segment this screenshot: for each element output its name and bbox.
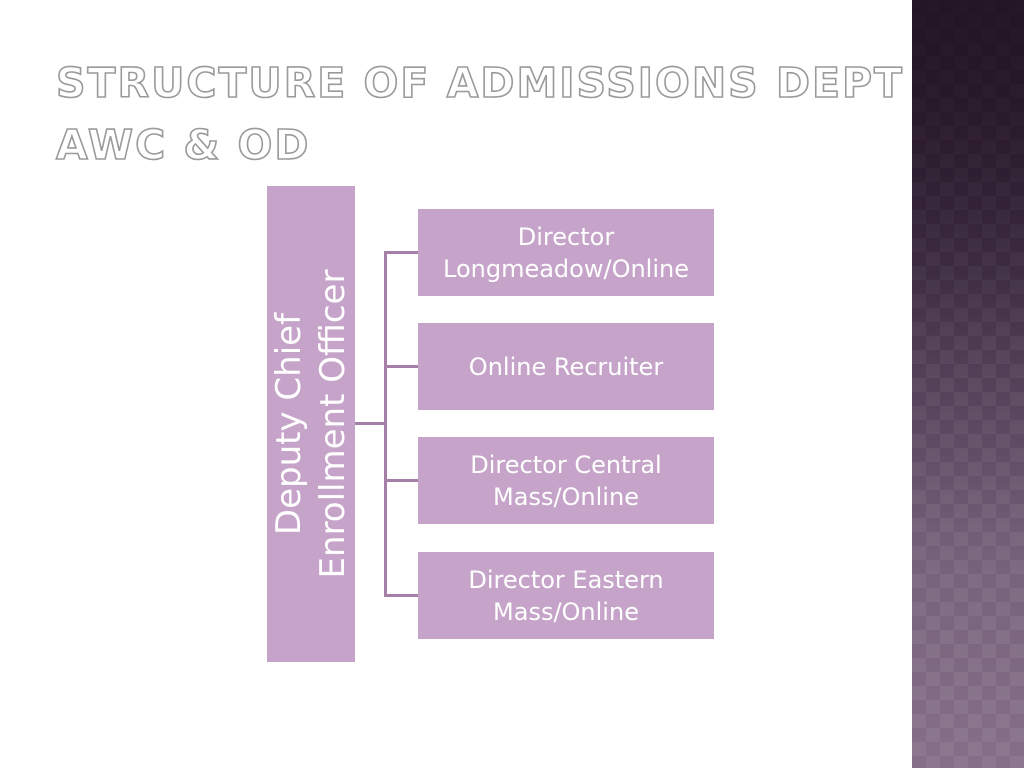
org-root-label: Deputy Chief Enrollment Officer — [267, 186, 355, 662]
connector-to-child-4 — [384, 594, 418, 597]
org-child-director-eastern-mass: Director Eastern Mass/Online — [418, 552, 714, 639]
decorative-side-band — [912, 0, 1024, 768]
connector-to-child-3 — [384, 479, 418, 482]
connector-vertical-spine — [384, 251, 387, 597]
org-child-1-line-2: Longmeadow/Online — [443, 254, 689, 283]
slide-title-line-1: Structure of Admissions Dept — [55, 58, 905, 108]
org-root-label-line-2: Enrollment Officer — [313, 269, 353, 579]
connector-to-child-1 — [384, 251, 418, 254]
org-root-box — [267, 186, 355, 662]
org-child-online-recruiter: Online Recruiter — [418, 323, 714, 410]
org-child-4-line-2: Mass/Online — [493, 597, 639, 626]
org-child-3-line-2: Mass/Online — [493, 482, 639, 511]
connector-root-stub — [355, 422, 385, 425]
org-child-4-line-1: Director Eastern — [468, 565, 664, 594]
org-child-2-line-1: Online Recruiter — [468, 352, 664, 381]
org-child-1-line-1: Director — [517, 222, 615, 251]
slide-title: Structure of Admissions Dept AWC & OD — [55, 52, 905, 176]
org-root-label-line-1: Deputy Chief — [269, 312, 309, 536]
org-child-director-central-mass: Director Central Mass/Online — [418, 437, 714, 524]
band-gradient-overlay — [912, 0, 1024, 768]
slide-title-line-2: AWC & OD — [55, 120, 311, 170]
org-child-director-longmeadow: Director Longmeadow/Online — [418, 209, 714, 296]
org-child-3-line-1: Director Central — [470, 450, 662, 479]
connector-to-child-2 — [384, 365, 418, 368]
